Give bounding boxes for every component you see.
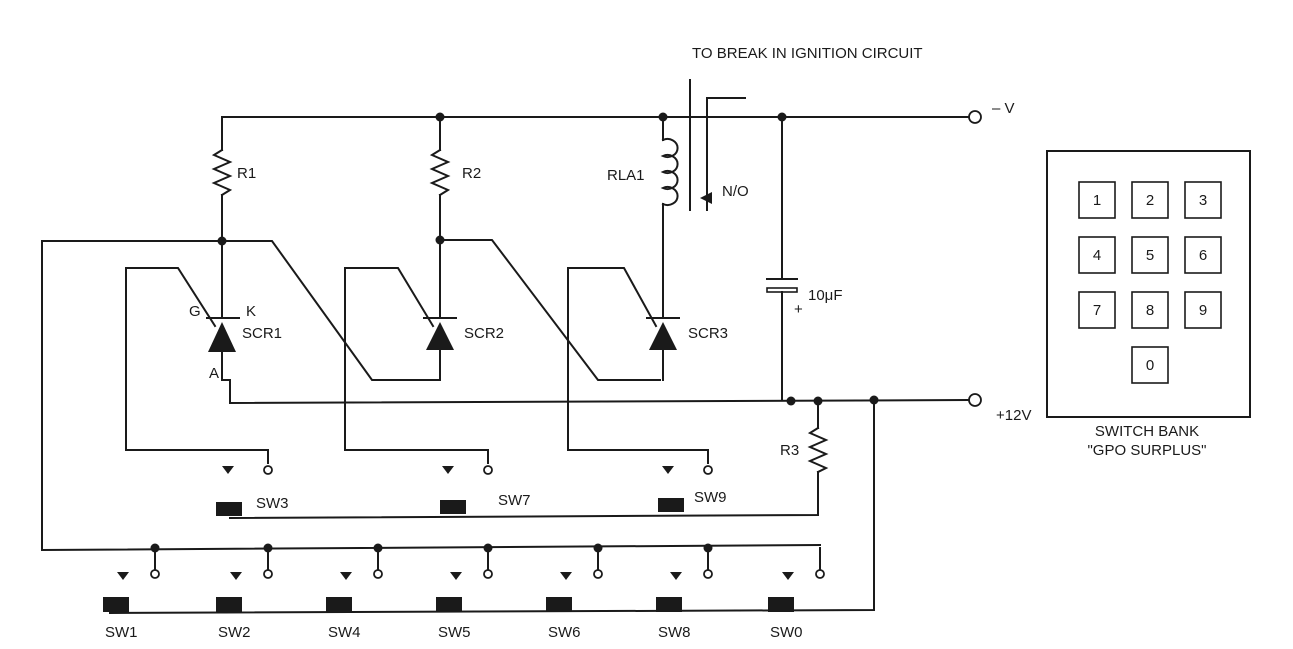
scr2-to-scr3-link xyxy=(439,239,661,381)
keypad-keys: 1 2 3 4 5 6 7 8 9 0 xyxy=(1078,181,1222,384)
key-4[interactable]: 4 xyxy=(1078,236,1116,274)
relay-contact-arrow xyxy=(700,192,712,204)
switch-sw3[interactable] xyxy=(216,465,273,516)
r2-resistor xyxy=(429,148,451,197)
scr1-to-scr2-link xyxy=(221,240,441,381)
r3-bottom-lead xyxy=(228,471,819,520)
label-sw8: SW8 xyxy=(658,624,691,641)
r1-label: R1 xyxy=(237,165,256,182)
key-0[interactable]: 0 xyxy=(1131,346,1169,384)
r2-label: R2 xyxy=(462,165,481,182)
scr2-gate-wire xyxy=(344,267,489,464)
label-sw4: SW4 xyxy=(328,624,361,641)
key-label: 7 xyxy=(1093,302,1101,319)
r3-resistor xyxy=(807,426,829,474)
key-label: 8 xyxy=(1146,302,1154,319)
switch-sw1[interactable] xyxy=(103,543,160,613)
switch-sw9[interactable] xyxy=(658,465,713,512)
switch-sw2[interactable] xyxy=(216,543,273,613)
key-2[interactable]: 2 xyxy=(1131,181,1169,219)
r3-label: R3 xyxy=(780,442,799,459)
cathode-label: K xyxy=(246,303,256,320)
key-label: 1 xyxy=(1093,192,1101,209)
label-sw1: SW1 xyxy=(105,624,138,641)
positive-terminal xyxy=(968,393,982,407)
negative-voltage-label: – V xyxy=(992,100,1015,117)
key-label: 2 xyxy=(1146,192,1154,209)
scr1-gate-wire xyxy=(125,267,269,464)
key-label: 4 xyxy=(1093,247,1101,264)
cap-plus-label: + xyxy=(794,301,803,318)
label-sw6: SW6 xyxy=(548,624,581,641)
positive-rail xyxy=(228,398,970,405)
key-8[interactable]: 8 xyxy=(1131,291,1169,329)
key-6[interactable]: 6 xyxy=(1184,236,1222,274)
key-3[interactable]: 3 xyxy=(1184,181,1222,219)
scr2-triangle xyxy=(426,322,454,350)
label-sw2: SW2 xyxy=(218,624,251,641)
scr1-triangle xyxy=(208,322,236,352)
scr2-label: SCR2 xyxy=(464,325,504,342)
scr1-cathode-bus xyxy=(41,240,822,552)
key-label: 5 xyxy=(1146,247,1154,264)
key-label: 3 xyxy=(1199,192,1207,209)
scr3-gate-wire xyxy=(567,267,709,464)
label-sw0: SW0 xyxy=(770,624,803,641)
sw9-label: SW9 xyxy=(694,489,727,506)
positive-voltage-label: +12V xyxy=(996,407,1031,424)
relay-no-label: N/O xyxy=(722,183,749,200)
key-5[interactable]: 5 xyxy=(1131,236,1169,274)
scr3-triangle xyxy=(649,322,677,350)
sw3-label: SW3 xyxy=(256,495,289,512)
keypad-caption-line1: SWITCH BANK xyxy=(1095,423,1199,440)
negative-terminal xyxy=(968,110,982,124)
key-1[interactable]: 1 xyxy=(1078,181,1116,219)
key-7[interactable]: 7 xyxy=(1078,291,1116,329)
gate-label: G xyxy=(189,303,201,320)
scr3-label: SCR3 xyxy=(688,325,728,342)
cap-rail-node-bottom xyxy=(786,396,796,406)
r1-resistor xyxy=(211,148,233,197)
relay-contact-right xyxy=(706,97,746,211)
key-label: 0 xyxy=(1146,357,1154,374)
switch-sw4[interactable] xyxy=(326,543,383,613)
key-label: 6 xyxy=(1199,247,1207,264)
anode-label: A xyxy=(209,365,219,382)
lower-switch-row: SW1 SW2 SW4 SW5 SW6 SW8 SW0 xyxy=(103,543,825,641)
lower-switch-bus xyxy=(108,399,875,615)
cap-value-label: 10μF xyxy=(808,287,843,304)
switch-sw5[interactable] xyxy=(436,543,493,613)
relay-label: RLA1 xyxy=(607,167,645,184)
keypad-caption-line2: "GPO SURPLUS" xyxy=(1087,442,1206,459)
switch-sw6[interactable] xyxy=(546,543,603,613)
relay-coil xyxy=(660,138,679,206)
ignition-note: TO BREAK IN IGNITION CIRCUIT xyxy=(692,45,923,62)
scr1-anode-to-rail xyxy=(221,379,231,404)
key-label: 9 xyxy=(1199,302,1207,319)
scr1-label: SCR1 xyxy=(242,325,282,342)
switch-sw7[interactable] xyxy=(440,465,493,514)
label-sw5: SW5 xyxy=(438,624,471,641)
switch-sw8[interactable] xyxy=(656,543,713,613)
sw7-label: SW7 xyxy=(498,492,531,509)
key-9[interactable]: 9 xyxy=(1184,291,1222,329)
switch-sw0[interactable] xyxy=(768,547,825,612)
